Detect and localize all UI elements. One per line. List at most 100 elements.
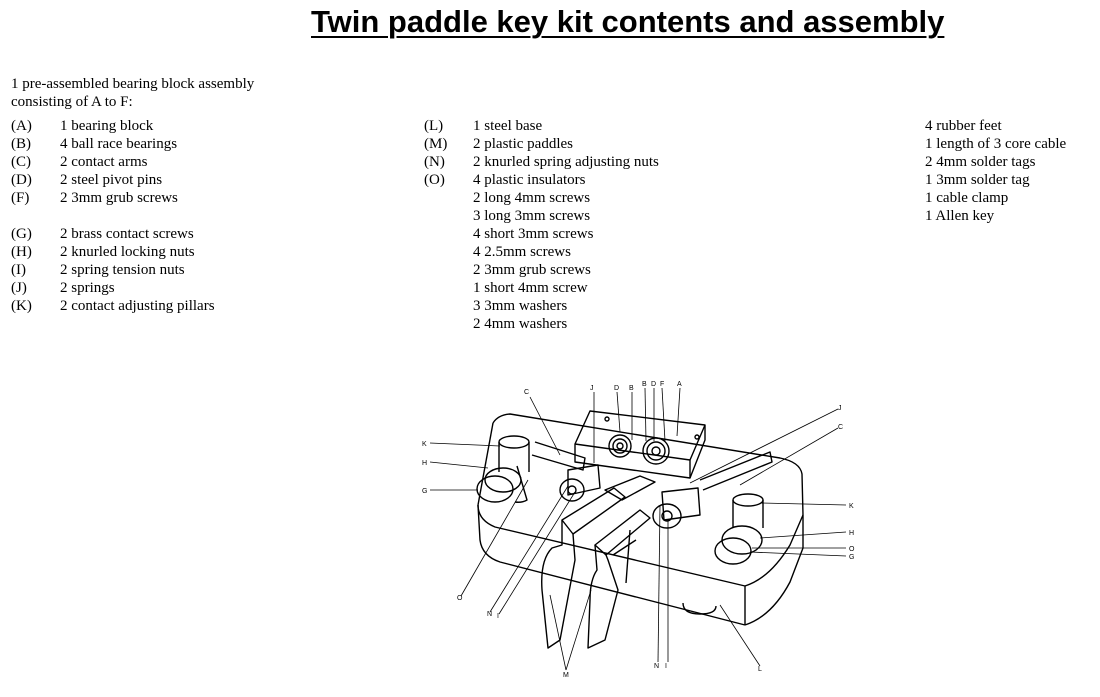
part-description: 4 ball race bearings [60, 136, 178, 152]
accessory-item: 4 rubber feet [925, 118, 1002, 134]
part-description: 2 contact adjusting pillars [60, 298, 215, 314]
part-code: (N) [424, 154, 445, 170]
bearing-block [574, 410, 706, 479]
pillar-left [498, 435, 530, 449]
part-description: 3 3mm washers [473, 298, 568, 314]
contact-arm-left [531, 441, 586, 471]
column-1: 1 pre-assembled bearing block assembly c… [11, 75, 254, 129]
part-description: 2 3mm grub screws [473, 262, 591, 278]
bearing-part-item: (A) 1 bearing block [11, 117, 178, 135]
accessory-item: 2 4mm solder tags [925, 154, 1036, 170]
diagram-label-d2: D [651, 381, 656, 388]
part-code: (J) [11, 280, 27, 296]
paddle-right-top [594, 509, 651, 556]
part-description: 2 brass contact screws [60, 226, 194, 242]
base-part-item: 3 long 3mm screws [424, 207, 659, 225]
base-part-item: (N) 2 knurled spring adjusting nuts [424, 153, 659, 171]
part-description: 2 springs [60, 280, 115, 296]
intro-line-2: consisting of A to F: [11, 94, 133, 110]
contact-part-item: (I) 2 spring tension nuts [11, 261, 215, 279]
part-code: (L) [424, 118, 444, 134]
page-title: Twin paddle key kit contents and assembl… [311, 4, 945, 39]
insulator [604, 475, 656, 501]
base-front-face [477, 504, 746, 626]
part-code: (H) [11, 244, 32, 260]
diagram-label-d: D [614, 385, 619, 392]
bearing-part-item: (F) 2 3mm grub screws [11, 189, 178, 207]
diagram-label-k: K [422, 441, 427, 448]
base-part-item: (L) 1 steel base [424, 117, 659, 135]
part-description: 4 short 3mm screws [473, 226, 594, 242]
base-part-item: 2 3mm grub screws [424, 261, 659, 279]
intro-line-1: 1 pre-assembled bearing block assembly [11, 76, 255, 92]
diagram-label-b: B [629, 385, 634, 392]
part-description: 2 long 4mm screws [473, 190, 591, 206]
diagram-label-m: M [563, 672, 569, 679]
base-part-item: 2 4mm washers [424, 315, 659, 333]
base-part-item: (O) 4 plastic insulators [424, 171, 659, 189]
base-part-item: 3 3mm washers [424, 297, 659, 315]
diagram-label-h-right: H [849, 530, 854, 537]
spring-right [661, 487, 701, 521]
part-description: 1 bearing block [60, 118, 154, 134]
bearing-block-parts-list: (A) 1 bearing block (B) 4 ball race bearing… [11, 117, 178, 207]
diagram-label-c: C [524, 389, 529, 396]
diagram-label-i-bottom: I [665, 663, 667, 670]
part-description: 2 knurled locking nuts [60, 244, 195, 260]
part-code: (A) [11, 118, 32, 134]
part-code: (I) [11, 262, 26, 278]
part-description: 2 4mm washers [473, 316, 568, 332]
diagram-label-a: A [677, 381, 682, 388]
base-parts-list: (L) 1 steel base (M) 2 plastic paddles (N) 2 … [424, 117, 659, 333]
base-part-item: 4 2.5mm screws [424, 243, 659, 261]
contact-part-item: (J) 2 springs [11, 279, 215, 297]
part-code: (G) [11, 226, 32, 242]
diagram-label-h: H [422, 460, 427, 467]
contact-arm-right [699, 451, 773, 491]
diagram-label-j-right: J [838, 405, 842, 412]
part-description: 2 plastic paddles [473, 136, 573, 152]
part-description: 2 knurled spring adjusting nuts [473, 154, 659, 170]
contact-part-item: (H) 2 knurled locking nuts [11, 243, 215, 261]
part-code: (D) [11, 172, 32, 188]
part-description: 1 steel base [473, 118, 543, 134]
diagram-label-c-right: C [838, 424, 843, 431]
diagram-label-n-bottom: N [654, 663, 659, 670]
part-code: (F) [11, 190, 30, 206]
base-part-item: (M) 2 plastic paddles [424, 135, 659, 153]
part-description: 2 contact arms [60, 154, 148, 170]
accessory-item: 1 Allen key [925, 208, 995, 224]
diagram-label-o-right: O [849, 546, 855, 553]
part-code: (C) [11, 154, 31, 170]
part-code: (M) [424, 136, 448, 152]
base-part-item: 1 short 4mm screw [424, 279, 659, 297]
diagram-label-b2: B [642, 381, 647, 388]
part-description: 3 long 3mm screws [473, 208, 591, 224]
part-description: 2 spring tension nuts [60, 262, 185, 278]
base-part-item: 4 short 3mm screws [424, 225, 659, 243]
part-code: (K) [11, 298, 32, 314]
part-description: 4 2.5mm screws [473, 244, 571, 260]
part-code: (O) [424, 172, 445, 188]
part-code: (B) [11, 136, 31, 152]
part-description: 2 3mm grub screws [60, 190, 178, 206]
contact-parts-list: (G) 2 brass contact screws (H) 2 knurled lo… [11, 225, 215, 315]
diagram-label-g-right: G [849, 554, 854, 561]
bearing-part-item: (C) 2 contact arms [11, 153, 178, 171]
accessory-item: 1 3mm solder tag [925, 172, 1030, 188]
diagram-label-k-right: K [849, 503, 854, 510]
diagram-label-i: I [497, 613, 499, 620]
accessories-list: 4 rubber feet 1 length of 3 core cable 2 4… [925, 117, 1066, 225]
paddle-left-top [561, 487, 626, 535]
part-description: 1 short 4mm screw [473, 280, 588, 296]
diagram-label-g: G [422, 488, 427, 495]
contact-part-item: (G) 2 brass contact screws [11, 225, 215, 243]
part-description: 2 steel pivot pins [60, 172, 163, 188]
base-top-edge [492, 413, 804, 516]
accessory-item: 1 cable clamp [925, 190, 1009, 206]
part-description: 4 plastic insulators [473, 172, 586, 188]
accessory-item: 1 length of 3 core cable [925, 136, 1067, 152]
diagram-label-n: N [487, 611, 492, 618]
contact-part-item: (K) 2 contact adjusting pillars [11, 297, 215, 315]
